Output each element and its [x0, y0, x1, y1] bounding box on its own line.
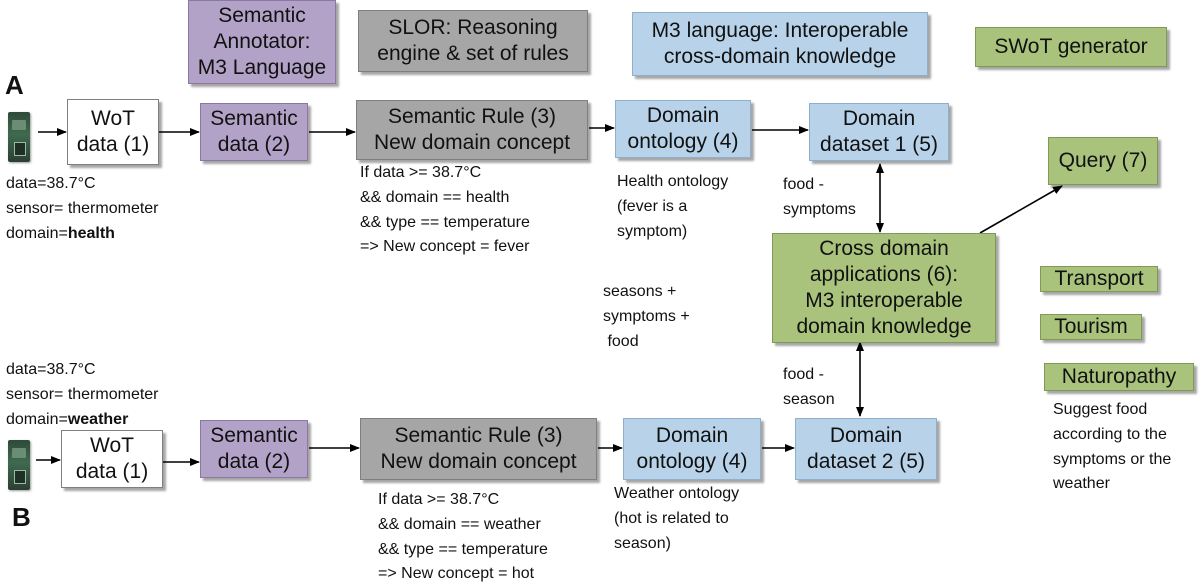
middle-note: seasons + symptoms + food — [603, 283, 690, 350]
domain-dataset-box-1: Domain dataset 1 (5) — [809, 103, 949, 161]
semantic-data-box-b: Semantic data (2) — [200, 420, 308, 478]
semantic-rule-box-b: Semantic Rule (3) New domain concept — [360, 418, 597, 480]
naturopathy-box: Naturopathy — [1044, 363, 1194, 391]
link-label-food-symptoms: food - symptoms — [783, 176, 856, 218]
sensor-type-a: sensor= thermometer — [6, 199, 159, 217]
ontology-text-a: Health ontology (fever is a symptom) — [617, 173, 729, 240]
semantic-data-box-a: Semantic data (2) — [200, 103, 308, 161]
domain-prefix-b: domain= — [6, 410, 68, 428]
slor-box: SLOR: Reasoning engine & set of rules — [358, 10, 588, 72]
sensor-data-b: data=38.7°C — [6, 361, 96, 378]
transport-box: Transport — [1040, 266, 1158, 292]
sensor-device-icon — [8, 440, 30, 490]
semantic-annotator-box: Semantic Annotator: M3 Language — [188, 0, 336, 84]
arrow-cross-query — [979, 185, 1063, 234]
link-label-food-season: food - season — [783, 366, 835, 408]
m3-language-box: M3 language: Interoperable cross-domain … — [632, 12, 928, 76]
wot-data-box-a: WoT data (1) — [67, 99, 159, 165]
domain-prefix-a: domain= — [6, 224, 68, 242]
semantic-rule-box-a: Semantic Rule (3) New domain concept — [356, 100, 588, 160]
row-a-label: A — [5, 70, 24, 100]
naturopathy-text: Suggest food according to the symptoms o… — [1053, 401, 1172, 493]
sensor-info-b: data=38.7°C sensor= thermometer domain=w… — [6, 358, 159, 432]
tourism-box: Tourism — [1040, 314, 1142, 340]
sensor-domain-a: domain=health — [6, 222, 159, 247]
sensor-data-a: data=38.7°C — [6, 175, 96, 192]
row-b-label: B — [12, 502, 31, 532]
domain-value-b: weather — [67, 410, 129, 428]
sensor-type-b: sensor= thermometer — [6, 385, 159, 403]
domain-ontology-box-b: Domain ontology (4) — [623, 418, 761, 480]
domain-ontology-box-a: Domain ontology (4) — [615, 100, 751, 158]
wot-data-box-b: WoT data (1) — [61, 430, 163, 488]
sensor-domain-b: domain=weather — [6, 408, 159, 433]
sensor-info-a: data=38.7°C sensor= thermometer domain=h… — [6, 172, 159, 246]
domain-value-a: health — [67, 224, 115, 242]
ontology-text-b: Weather ontology (hot is related to seas… — [614, 485, 740, 552]
rule-text-a: If data >= 38.7°C && domain == health &&… — [360, 164, 530, 256]
swot-generator-box: SWoT generator — [975, 27, 1167, 67]
cross-domain-box: Cross domain applications (6): M3 intero… — [772, 233, 996, 343]
domain-dataset-box-2: Domain dataset 2 (5) — [795, 418, 937, 480]
rule-text-b: If data >= 38.7°C && domain == weather &… — [378, 491, 548, 583]
sensor-device-icon — [8, 112, 30, 162]
query-box: Query (7) — [1048, 137, 1158, 185]
